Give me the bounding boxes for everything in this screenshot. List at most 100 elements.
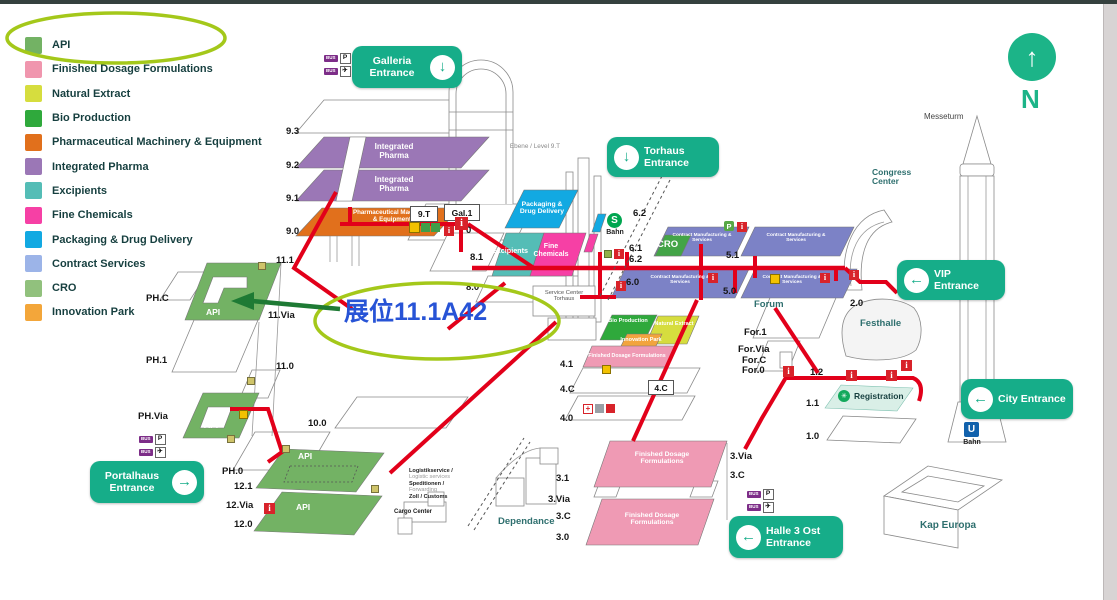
hall-text: Natural Extract: [654, 321, 694, 327]
city-entrance-button[interactable]: City Entrance: [961, 379, 1073, 419]
halle-3-ost-entrance-button[interactable]: Halle 3 Ost Entrance: [729, 516, 843, 558]
booth-annotation-text: 展位11.1A42: [344, 298, 488, 326]
pink-sliver: [583, 233, 599, 253]
logistics-text-block: Logistikservice / Logistic services Sped…: [409, 468, 453, 500]
festhalle-building: [841, 298, 922, 361]
north-label: N: [1021, 84, 1040, 114]
legend-label: Packaging & Drug Delivery: [52, 233, 193, 246]
bus-plane-badge: BUS✈: [747, 502, 774, 513]
legend-item-bio-production: Bio Production: [25, 106, 262, 130]
contract-swatch: [25, 255, 42, 273]
cargo-center-building: [403, 501, 447, 523]
ubahn-icon: U: [964, 422, 979, 437]
escalator-icon: [602, 365, 611, 374]
level-label: 11.1: [276, 255, 294, 266]
legend-item-excipients: Excipients: [25, 179, 262, 203]
escalator-icon: [239, 410, 248, 419]
parking-icon: P: [154, 434, 166, 445]
sbahn-icon: S: [607, 213, 622, 228]
plane-icon: ✈: [154, 447, 166, 458]
galleria-entrance-button[interactable]: Galleria Entrance: [352, 46, 462, 88]
hall-92-integrated-pharma: [295, 136, 490, 169]
facility-icon: [227, 435, 235, 443]
machinery-swatch: [25, 133, 42, 151]
hall-text: Innovation Park: [620, 337, 662, 343]
legend-label: Innovation Park: [52, 306, 135, 319]
level-label: PH.0: [222, 466, 244, 477]
registration-gear-icon: ✳: [838, 390, 850, 402]
parking-garage-icon: P: [724, 221, 734, 231]
info-icon: i: [708, 273, 718, 283]
info-icon: i: [444, 226, 454, 236]
info-icon: i: [846, 370, 857, 381]
kap-europa-panel: [900, 475, 986, 503]
bus-icon: BUS: [139, 449, 153, 456]
packaging-swatch: [25, 231, 42, 249]
hall-30-fdf: [585, 498, 715, 546]
hall-51-contract: [740, 226, 855, 257]
parking-icon: P: [762, 489, 774, 500]
legend-item-innovation-park: Innovation Park: [25, 300, 262, 324]
hall-text: Finished Dosage Formulations: [588, 353, 666, 359]
legend-label: API: [52, 39, 71, 52]
info-icon: i: [886, 370, 897, 381]
level-label: 4.C: [560, 384, 575, 395]
service-icon: [421, 223, 430, 232]
sbahn-label: Bahn: [606, 229, 624, 236]
legend-item-fine-chemicals: Fine Chemicals: [25, 203, 262, 227]
logistics-line: Forwarding: [409, 487, 437, 494]
portalhaus-entrance-button[interactable]: Portalhaus Entrance: [90, 461, 204, 503]
legend-item-fdf: Finished Dosage Formulations: [25, 57, 262, 81]
entrance-label: Halle 3 Ost Entrance: [766, 524, 821, 549]
hall-10-slab: [334, 396, 469, 429]
level-label: 12.1: [234, 481, 253, 492]
legend-item-api: API: [25, 33, 262, 57]
level-label: 10.0: [308, 418, 327, 429]
bus-icon: BUS: [747, 504, 761, 511]
torhaus-entrance-button[interactable]: Torhaus Entrance: [607, 137, 719, 177]
level-label: 5.1: [726, 250, 740, 261]
service-center-line1: Service Center: [544, 290, 584, 296]
hall-text: CRO: [657, 239, 679, 250]
dependance-building: [525, 457, 557, 505]
ph1-slab: [171, 319, 259, 373]
integrated-swatch: [25, 158, 42, 176]
left-arrow-icon: [736, 524, 761, 550]
kap-europa-front: [883, 495, 959, 549]
hall-text: Finished Dosage Formulations: [624, 512, 680, 527]
bus-plane-badge: BUS✈: [139, 447, 166, 458]
legend-label: Fine Chemicals: [52, 209, 133, 222]
bus-plane-badge: BUS✈: [324, 66, 351, 77]
hall-text: API: [296, 502, 311, 512]
escalator-icon: [409, 222, 420, 233]
api-swatch: [25, 36, 42, 54]
forum-label: Forum: [754, 299, 784, 310]
level-label: 6.0: [626, 277, 640, 288]
service-center-line2: Torhaus: [553, 296, 575, 303]
level-label: 3.Via: [548, 494, 571, 505]
hall-1-slab: [826, 415, 917, 444]
legend: API Finished Dosage Formulations Natural…: [25, 33, 262, 325]
entrance-label: Portalhaus Entrance: [104, 469, 160, 494]
congress-center-label: Congress Center: [872, 167, 912, 187]
level-label: 9.0: [286, 226, 300, 237]
level-label: 6.1: [629, 243, 643, 254]
innovation-swatch: [25, 303, 42, 321]
dependance-building: [495, 477, 525, 507]
legend-label: Excipients: [52, 184, 108, 197]
hall-text: Bio Production: [608, 318, 648, 324]
finechem-swatch: [25, 206, 42, 224]
level-label: For.1: [744, 327, 767, 338]
legend-label: Bio Production: [52, 112, 131, 125]
bus-icon: BUS: [139, 436, 153, 443]
vip-entrance-button[interactable]: VIP Entrance: [897, 260, 1005, 300]
info-icon: i: [614, 249, 624, 259]
bus-icon: BUS: [324, 68, 338, 75]
legend-item-natural-extract: Natural Extract: [25, 82, 262, 106]
facility-icon: [595, 404, 604, 413]
facility-icon: [247, 377, 255, 385]
left-arrow-icon: [904, 267, 929, 293]
registration-label: Registration: [854, 391, 904, 401]
legend-label: CRO: [52, 282, 77, 295]
left-arrow-icon: [968, 386, 993, 412]
